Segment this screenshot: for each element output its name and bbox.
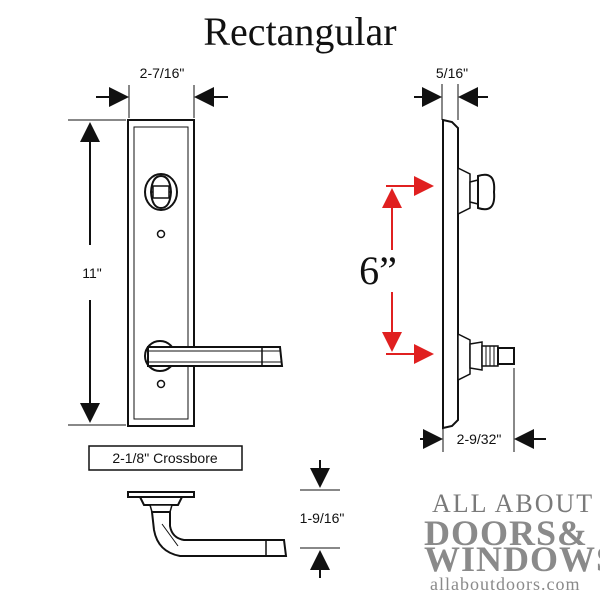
lever-handle-icon — [147, 346, 284, 367]
front-height-label: 11" — [82, 265, 102, 281]
side-lever-icon — [457, 332, 515, 382]
watermark-line1: ALL ABOUT — [432, 489, 594, 518]
watermark-url: allaboutdoors.com — [430, 574, 580, 594]
top-rose-base — [138, 496, 184, 506]
screw-hole-icon — [156, 229, 166, 239]
side-view: 5/16" 6” 2-9/32" — [359, 65, 546, 452]
side-thumbturn-icon — [457, 166, 496, 216]
escutcheon-inner-edge — [133, 126, 189, 420]
screw-hole-icon — [156, 379, 166, 389]
top-lever-icon — [150, 511, 288, 557]
page-title: Rectangular — [203, 9, 397, 54]
crossbore-box: 2-1/8" Crossbore — [88, 445, 243, 471]
top-view: 1-9/16" — [127, 460, 345, 578]
front-view: 2-7/16" 11" — [68, 65, 284, 427]
escutcheon-plate — [127, 119, 195, 427]
side-plate-profile — [442, 118, 459, 430]
front-width-label: 2-7/16" — [140, 65, 185, 81]
crossbore-label: 2-1/8" Crossbore — [112, 450, 218, 466]
thumbturn-icon — [144, 173, 178, 211]
watermark-line3: WINDOWS — [424, 539, 600, 579]
side-spacing-label: 6” — [359, 248, 397, 293]
watermark-logo: ALL ABOUT DOORS& WINDOWS allaboutdoors.c… — [424, 489, 600, 594]
side-projection-label: 2-9/32" — [457, 431, 502, 447]
top-projection-label: 1-9/16" — [300, 510, 345, 526]
side-thickness-label: 5/16" — [436, 65, 468, 81]
top-rose-neck — [149, 504, 173, 513]
watermark-line2: DOORS& — [424, 513, 588, 553]
top-rose-plate — [127, 491, 195, 498]
